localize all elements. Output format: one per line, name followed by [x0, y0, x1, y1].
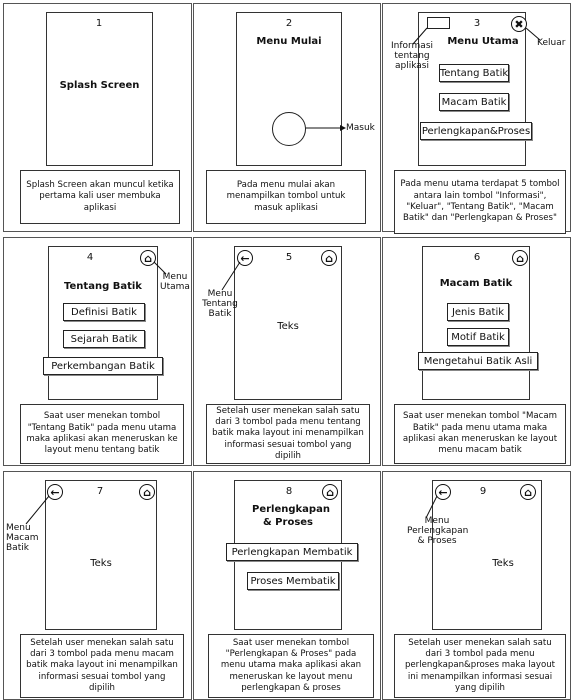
panel-3-info-annotation: Informasi tentang aplikasi [390, 41, 434, 72]
motif-batik-button[interactable]: Motif Batik [447, 328, 509, 346]
panel-5-phone-frame [234, 246, 342, 400]
panel-7-back-annotation: Menu Macam Batik [6, 523, 39, 554]
panel-1-title: Splash Screen [59, 80, 140, 91]
panel-3-title: Menu Utama [447, 36, 519, 47]
perlengkapan-membatik-button[interactable]: Perlengkapan Membatik [226, 543, 358, 561]
perlengkapan-proses-button[interactable]: Perlengkapan&Proses [420, 122, 532, 140]
enter-circle-button[interactable] [272, 112, 306, 146]
panel-2-title: Menu Mulai [256, 36, 322, 47]
info-button[interactable] [427, 17, 450, 29]
home-icon[interactable]: ⌂ [322, 484, 338, 500]
mengetahui-batik-asli-button[interactable]: Mengetahui Batik Asli [418, 352, 538, 370]
panel-3-phone-frame [418, 12, 526, 166]
panel-9-description: Setelah user menekan salah satu dari 3 t… [394, 634, 566, 698]
panel-5-description: Setelah user menekan salah satu dari 3 t… [206, 404, 370, 464]
back-arrow-icon[interactable]: ← [47, 484, 63, 500]
panel-1-description: Splash Screen akan muncul ketika pertama… [20, 170, 180, 224]
panel-5-body-text: Teks [277, 321, 299, 332]
panel-4-home-annotation: Menu Utama [160, 272, 190, 293]
panel-4-number: 4 [86, 252, 94, 263]
panel-6-number: 6 [473, 252, 481, 263]
panel-4-description: Saat user menekan tombol "Tentang Batik"… [20, 404, 184, 464]
panel-9-body-text: Teks [492, 558, 514, 569]
home-icon[interactable]: ⌂ [520, 484, 536, 500]
home-icon[interactable]: ⌂ [139, 484, 155, 500]
panel-6-title: Macam Batik [439, 278, 513, 289]
panel-3-exit-annotation: Keluar [537, 38, 566, 48]
home-icon[interactable]: ⌂ [140, 250, 156, 266]
tentang-batik-button[interactable]: Tentang Batik [439, 64, 509, 82]
panel-5-number: 5 [285, 252, 293, 263]
panel-2-enter-annotation: Masuk [346, 123, 375, 133]
back-arrow-icon[interactable]: ← [237, 250, 253, 266]
panel-3-number: 3 [473, 18, 481, 29]
panel-1-phone-frame [46, 12, 153, 166]
proses-membatik-button[interactable]: Proses Membatik [247, 572, 339, 590]
panel-7-body-text: Teks [90, 558, 112, 569]
panel-7-description: Setelah user menekan salah satu dari 3 t… [20, 634, 184, 698]
panel-8-number: 8 [285, 486, 293, 497]
home-icon[interactable]: ⌂ [321, 250, 337, 266]
panel-7-phone-frame [45, 480, 157, 630]
panel-4-phone-frame [48, 246, 158, 400]
panel-9-phone-frame [432, 480, 542, 630]
definisi-batik-button[interactable]: Definisi Batik [63, 303, 145, 321]
panel-9-number: 9 [479, 486, 487, 497]
panel-6-phone-frame [422, 246, 530, 400]
panel-9-back-annotation: Menu Perlengkapan & Proses [407, 516, 469, 547]
panel-5-back-annotation: Menu Tentang Batik [202, 289, 238, 320]
panel-8-description: Saat user menekan tombol "Perlengkapan &… [208, 634, 374, 698]
close-icon[interactable]: ✖ [511, 16, 527, 32]
macam-batik-button[interactable]: Macam Batik [439, 93, 509, 111]
panel-7-number: 7 [96, 486, 104, 497]
perkembangan-batik-button[interactable]: Perkembangan Batik [43, 357, 163, 375]
panel-2-description: Pada menu mulai akan menampilkan tombol … [206, 170, 366, 224]
jenis-batik-button[interactable]: Jenis Batik [447, 303, 509, 321]
panel-4-title: Tentang Batik [64, 281, 142, 292]
panel-3-description: Pada menu utama terdapat 5 tombol antara… [394, 170, 566, 234]
home-icon[interactable]: ⌂ [512, 250, 528, 266]
back-arrow-icon[interactable]: ← [435, 484, 451, 500]
panel-8-title: Perlengkapan & Proses [252, 504, 330, 528]
panel-6-description: Saat user menekan tombol "Macam Batik" p… [394, 404, 566, 464]
panel-2-number: 2 [285, 18, 293, 29]
panel-1-number: 1 [95, 18, 103, 29]
sejarah-batik-button[interactable]: Sejarah Batik [63, 330, 145, 348]
